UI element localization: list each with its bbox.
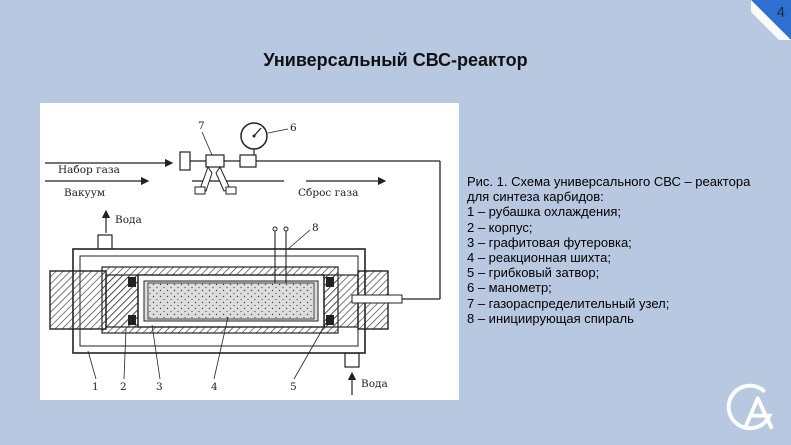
label-6: 6 (290, 122, 297, 134)
figure-caption: Рис. 1. Схема универсального СВС – реакт… (467, 174, 782, 326)
logo-icon (726, 383, 774, 431)
caption-item: 4 – реакционная шихта; (467, 250, 611, 266)
label-water-bottom: Вода (361, 378, 388, 390)
label-8: 8 (312, 222, 319, 234)
label-gas-in: Набор газа (58, 164, 120, 176)
corner-fold (751, 0, 791, 40)
label-5: 5 (290, 381, 297, 393)
caption-item: 5 – грибковый затвор; (467, 265, 600, 281)
label-2: 2 (120, 381, 127, 393)
label-4: 4 (211, 381, 218, 393)
caption-item: 7 – газораспределительный узел; (467, 295, 670, 311)
label-gas-out: Сброс газа (298, 187, 358, 199)
caption-item: 1 – рубашка охлаждения; (467, 204, 622, 220)
caption-title-cont: для синтеза карбидов: (467, 189, 604, 205)
caption-item: 2 – корпус; (467, 219, 533, 235)
caption-item: 3 – графитовая футеровка; (467, 234, 632, 250)
page-number: 4 (776, 4, 785, 21)
slide-title: Универсальный СВС-реактор (263, 50, 528, 70)
label-vacuum: Вакуум (64, 187, 105, 199)
label-1: 1 (92, 381, 99, 393)
label-7: 7 (198, 120, 205, 132)
caption-title: Рис. 1. Схема универсального СВС – реакт… (467, 174, 751, 189)
label-3: 3 (156, 381, 163, 393)
caption-item: 8 – инициирующая спираль (467, 310, 634, 326)
reactor-diagram: Набор газа Вакуум Сброс газа 7 6 Вода Во… (40, 103, 459, 400)
caption-item: 6 – манометр; (467, 280, 552, 296)
label-water-top: Вода (115, 214, 142, 226)
